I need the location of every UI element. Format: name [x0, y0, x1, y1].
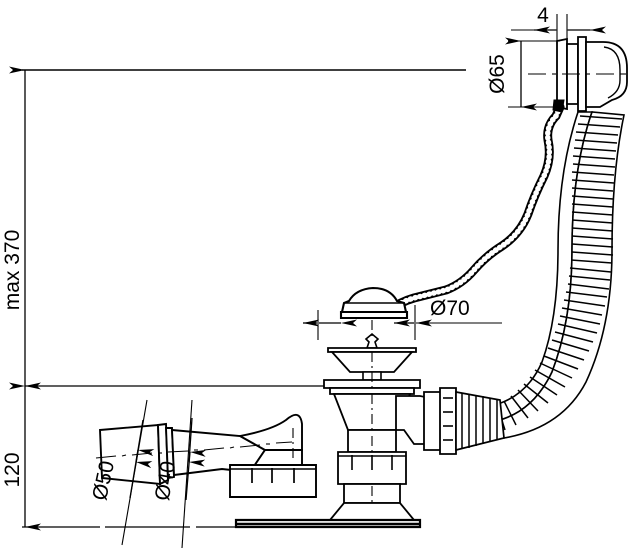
dimension-120: 120 — [1, 382, 41, 531]
hose-connection — [395, 387, 505, 455]
strainer-upper-flange — [327, 347, 417, 353]
strainer-seat-rim — [329, 387, 415, 395]
d40-witness — [181, 399, 193, 549]
union-nut-ribs — [351, 455, 393, 470]
connection-nut — [439, 387, 457, 455]
overflow-cap — [528, 36, 628, 112]
dimension-d70: Ø70 — [303, 297, 502, 340]
dimension-label-d65: Ø65 — [486, 54, 509, 94]
chain-top-attachment — [552, 99, 565, 113]
chain-bead-gaps — [387, 104, 563, 313]
dimension-label-max370: max 370 — [1, 230, 24, 311]
drain-base-flare — [328, 502, 416, 521]
outlet-nut-ribs — [251, 468, 295, 483]
dimension-label-d70: Ø70 — [430, 297, 470, 320]
strainer-screw — [364, 332, 380, 349]
outlet-union-nut — [229, 464, 317, 498]
hose-stub-ribs — [461, 393, 498, 449]
dimension-4: 4 — [511, 4, 606, 44]
outlet-elbow — [237, 413, 303, 451]
bead-chain — [381, 99, 565, 317]
connection-nut-ribs — [443, 397, 453, 441]
d50-arrow-down — [135, 419, 153, 469]
drain-body — [234, 320, 422, 529]
waste-plug — [339, 286, 409, 320]
overflow-flange-rim — [577, 36, 587, 112]
dimension-label-4: 4 — [537, 4, 549, 27]
hose-ribs-upper — [496, 115, 623, 431]
strainer-seat-flange — [323, 379, 421, 389]
dimension-label-120: 120 — [1, 452, 24, 487]
dimension-d40: Ø40 — [151, 399, 207, 549]
dimension-max370: max 370 — [1, 66, 41, 390]
dimension-d65: Ø65 — [486, 37, 560, 111]
plug-skirt — [339, 310, 409, 320]
overflow-dome-inner — [603, 46, 621, 99]
d40-arrow-down — [188, 417, 206, 467]
hose-stub — [455, 390, 505, 452]
